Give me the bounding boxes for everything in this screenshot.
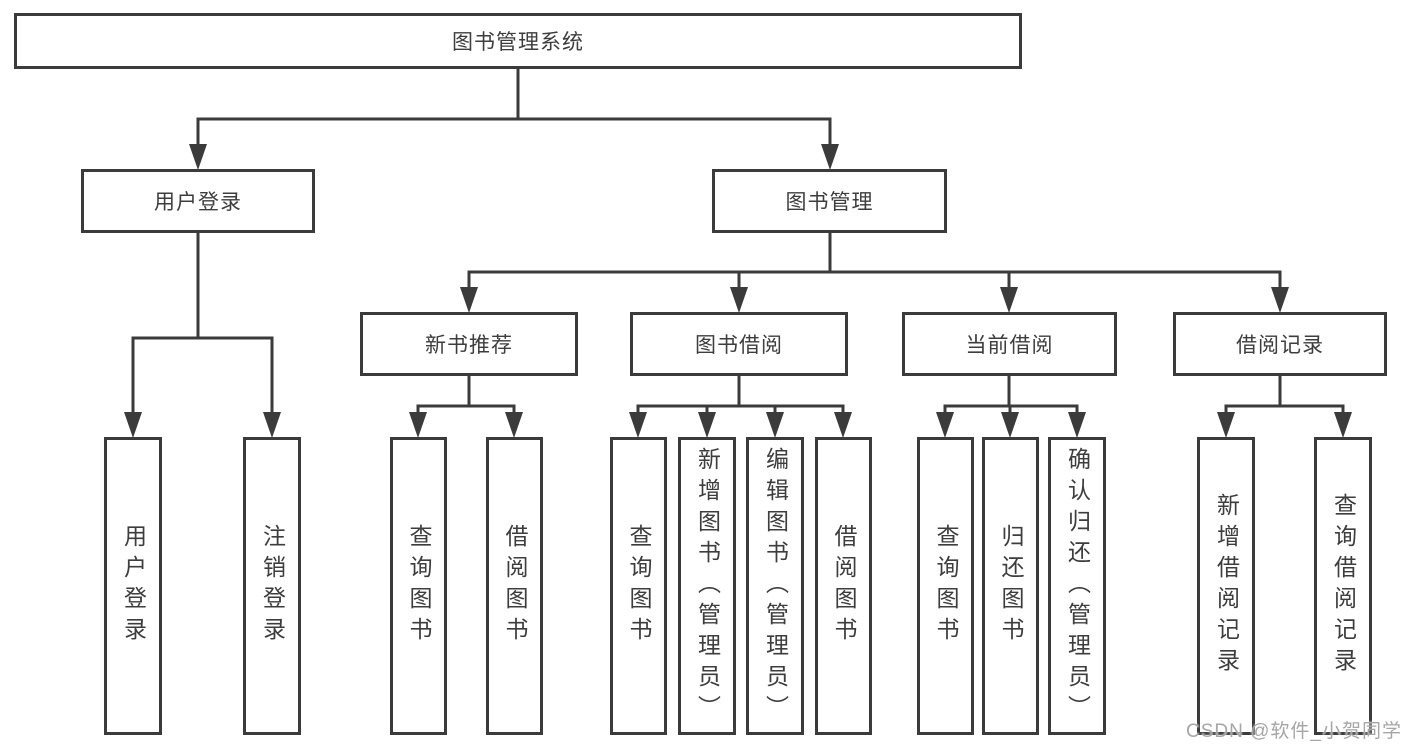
leaf-record-add-record: 新增借阅记录 bbox=[1197, 437, 1255, 735]
node-book-management-label: 图书管理 bbox=[785, 191, 874, 214]
leaf-borrow-query-books: 查询图书 bbox=[610, 437, 667, 735]
leaf-current-confirm-return-admin: 确认归还（管理员） bbox=[1048, 437, 1106, 735]
leaf-current-query-books: 查询图书 bbox=[917, 437, 974, 735]
csdn-watermark: CSDN @软件_小贺同学 bbox=[1186, 721, 1402, 742]
leaf-newbook-borrow-books-label: 借阅图书 bbox=[502, 524, 528, 648]
leaf-borrow-query-books-label: 查询图书 bbox=[626, 524, 652, 648]
leaf-borrow-add-books-admin-label: 新增图书（管理员） bbox=[694, 446, 721, 726]
node-current-borrow: 当前借阅 bbox=[902, 312, 1117, 376]
node-borrow-record: 借阅记录 bbox=[1173, 312, 1387, 376]
leaf-logout-label: 注销登录 bbox=[259, 524, 286, 648]
leaf-newbook-query-books-label: 查询图书 bbox=[406, 524, 432, 648]
leaf-record-add-record-label: 新增借阅记录 bbox=[1213, 493, 1240, 679]
leaf-record-query-record-label: 查询借阅记录 bbox=[1330, 493, 1357, 679]
leaf-user-login: 用户登录 bbox=[104, 437, 162, 735]
leaf-newbook-borrow-books: 借阅图书 bbox=[486, 437, 543, 735]
node-book-borrow: 图书借阅 bbox=[630, 312, 848, 376]
node-borrow-record-label: 借阅记录 bbox=[1236, 334, 1324, 357]
leaf-current-return-books-label: 归还图书 bbox=[998, 524, 1024, 648]
leaf-logout: 注销登录 bbox=[243, 437, 301, 735]
node-user-login-label: 用户登录 bbox=[154, 191, 242, 214]
leaf-record-query-record: 查询借阅记录 bbox=[1314, 437, 1372, 735]
node-book-borrow-label: 图书借阅 bbox=[695, 334, 783, 357]
leaf-current-query-books-label: 查询图书 bbox=[933, 524, 959, 648]
node-new-book-recommend-label: 新书推荐 bbox=[425, 334, 513, 357]
node-new-book-recommend: 新书推荐 bbox=[360, 312, 578, 376]
leaf-user-login-label: 用户登录 bbox=[120, 524, 147, 648]
node-root: 图书管理系统 bbox=[14, 13, 1022, 69]
leaf-borrow-edit-books-admin-label: 编辑图书（管理员） bbox=[762, 446, 789, 726]
node-root-label: 图书管理系统 bbox=[452, 31, 584, 54]
node-book-management: 图书管理 bbox=[712, 169, 947, 233]
leaf-borrow-borrow-books: 借阅图书 bbox=[815, 437, 872, 735]
leaf-newbook-query-books: 查询图书 bbox=[390, 437, 447, 735]
leaf-borrow-edit-books-admin: 编辑图书（管理员） bbox=[746, 437, 804, 735]
leaf-borrow-borrow-books-label: 借阅图书 bbox=[831, 524, 857, 648]
leaf-current-return-books: 归还图书 bbox=[982, 437, 1039, 735]
node-current-borrow-label: 当前借阅 bbox=[965, 334, 1054, 357]
node-user-login: 用户登录 bbox=[81, 169, 315, 233]
leaf-current-confirm-return-admin-label: 确认归还（管理员） bbox=[1064, 446, 1091, 726]
leaf-borrow-add-books-admin: 新增图书（管理员） bbox=[678, 437, 736, 735]
